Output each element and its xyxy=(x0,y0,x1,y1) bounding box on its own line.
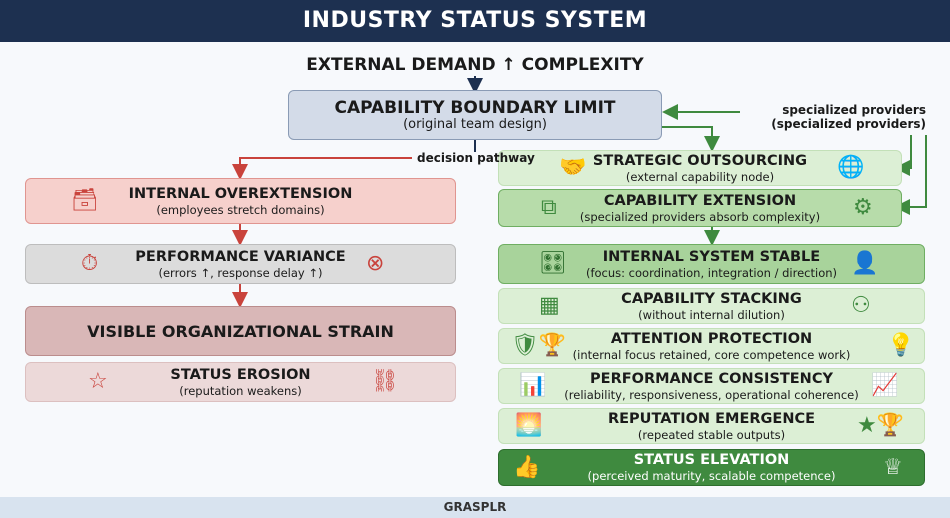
status-erosion-box: ☆ ⛓ STATUS EROSION (reputation weakens) xyxy=(25,362,456,402)
stacked-blocks-icon: ▦ xyxy=(539,293,560,318)
thumbs-up-icon: 👍 xyxy=(513,454,541,480)
stressed-worker-icon: 🗃 xyxy=(71,188,99,213)
org-chart-icon: ⚇ xyxy=(851,293,871,318)
star-trophy-icon: ★🏆 xyxy=(857,413,905,438)
internal-system-stable-box: 🎛 👤 INTERNAL SYSTEM STABLE (focus: coord… xyxy=(498,244,925,284)
capability-extension-box: ⧉ ⚙ CAPABILITY EXTENSION (specialized pr… xyxy=(498,189,902,227)
capability-stacking-box: ▦ ⚇ CAPABILITY STACKING (without interna… xyxy=(498,288,925,324)
box-sub: (external capability node) xyxy=(625,169,775,184)
status-elevation-box: 👍 ♕ STATUS ELEVATION (perceived maturity… xyxy=(498,449,925,486)
box-sub: (perceived maturity, scalable competence… xyxy=(587,469,836,483)
box-sub: (employees stretch domains) xyxy=(156,202,325,217)
box-sub: (reliability, responsiveness, operationa… xyxy=(564,387,859,402)
stopwatch-icon: ⏱ xyxy=(81,251,99,276)
box-title: INTERNAL OVEREXTENSION xyxy=(128,185,353,202)
box-sub: (errors ↑, response delay ↑) xyxy=(158,265,323,280)
box-title: REPUTATION EMERGENCE xyxy=(607,410,816,427)
boundary-title: CAPABILITY BOUNDARY LIMIT xyxy=(334,98,616,118)
box-sub: (internal focus retained, core competenc… xyxy=(572,347,851,362)
header-title: INDUSTRY STATUS SYSTEM xyxy=(0,0,950,42)
lightbulb-icon: 💡 xyxy=(887,333,915,358)
providers-title: specialized providers xyxy=(782,103,926,117)
error-warning-icon: ⊗ xyxy=(366,251,385,276)
visible-strain-box: VISIBLE ORGANIZATIONAL STRAIN xyxy=(25,306,456,356)
box-title: PERFORMANCE VARIANCE xyxy=(135,248,346,265)
box-title: STATUS ELEVATION xyxy=(633,452,790,468)
box-title: STRATEGIC OUTSOURCING xyxy=(592,152,808,169)
strategic-outsourcing-box: 🤝 🌐 STRATEGIC OUTSOURCING (external capa… xyxy=(498,150,902,186)
trend-line-icon: 📈 xyxy=(871,373,899,398)
internal-overextension-box: 🗃 INTERNAL OVEREXTENSION (employees stre… xyxy=(25,178,456,224)
globe-pin-icon: 🌐 xyxy=(837,155,865,180)
person-directions-icon: 👤 xyxy=(851,251,879,276)
performance-consistency-box: 📊 📈 PERFORMANCE CONSISTENCY (reliability… xyxy=(498,368,925,404)
bar-chart-icon: 📊 xyxy=(519,373,547,398)
shield-trophy-icon: 🛡🏆 xyxy=(511,333,567,358)
box-title: STATUS EROSION xyxy=(170,366,311,383)
external-demand-title: EXTERNAL DEMAND ↑ COMPLEXITY xyxy=(306,55,644,75)
attention-protection-box: 🛡🏆 💡 ATTENTION PROTECTION (internal focu… xyxy=(498,328,925,364)
footer-brand: GRASPLR xyxy=(0,497,950,518)
broken-chain-icon: ⛓ xyxy=(371,369,399,394)
providers-label: specialized providers (specialized provi… xyxy=(741,103,926,131)
control-panel-icon: 🎛 xyxy=(539,251,567,276)
hierarchy-cube-icon: ⧉ xyxy=(541,195,557,220)
sunrise-icon: 🌅 xyxy=(515,413,543,438)
box-sub: (reputation weakens) xyxy=(179,383,302,398)
reputation-emergence-box: 🌅 ★🏆 REPUTATION EMERGENCE (repeated stab… xyxy=(498,408,925,444)
box-sub: (repeated stable outputs) xyxy=(637,427,786,442)
crown-icon: ♕ xyxy=(883,454,903,480)
decision-pathway-label: decision pathway xyxy=(417,151,535,165)
capability-boundary-box: CAPABILITY BOUNDARY LIMIT (original team… xyxy=(288,90,662,140)
performance-variance-box: ⏱ ⊗ PERFORMANCE VARIANCE (errors ↑, resp… xyxy=(25,244,456,284)
box-sub: (without internal dilution) xyxy=(638,307,785,322)
box-title: ATTENTION PROTECTION xyxy=(610,330,813,347)
handshake-icon: 🤝 xyxy=(559,155,587,180)
box-sub: (specialized providers absorb complexity… xyxy=(579,209,821,224)
box-sub: (focus: coordination, integration / dire… xyxy=(585,265,838,280)
sad-star-icon: ☆ xyxy=(88,369,108,394)
box-title: CAPABILITY EXTENSION xyxy=(603,192,797,209)
gear-icon: ⚙ xyxy=(853,195,873,220)
box-title: PERFORMANCE CONSISTENCY xyxy=(590,370,833,387)
box-title: CAPABILITY STACKING xyxy=(621,290,802,307)
boundary-sub: (original team design) xyxy=(403,117,547,132)
box-title: INTERNAL SYSTEM STABLE xyxy=(602,248,821,265)
box-title: VISIBLE ORGANIZATIONAL STRAIN xyxy=(87,321,394,341)
providers-sub: (specialized providers) xyxy=(771,117,926,131)
